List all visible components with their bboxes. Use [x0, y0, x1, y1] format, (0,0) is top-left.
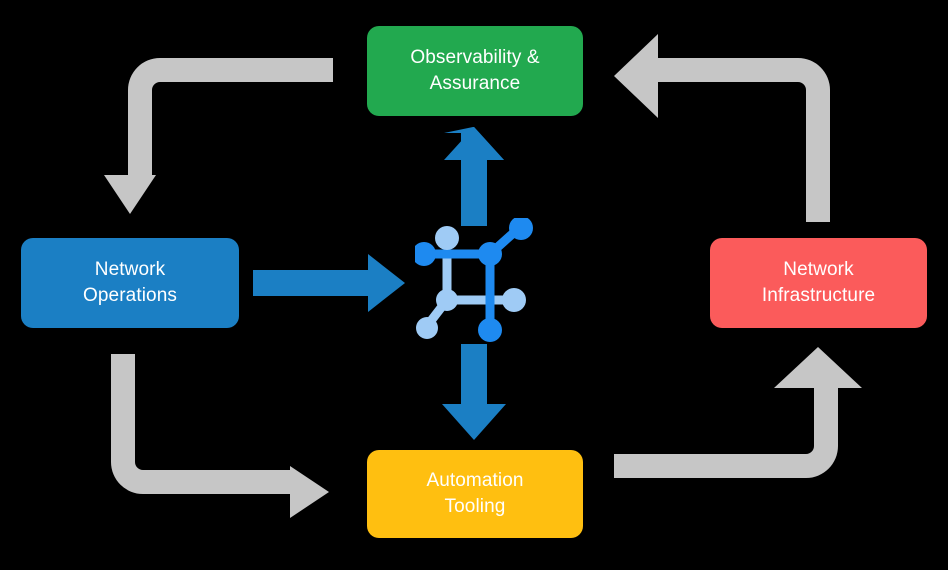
node-label-line2: Operations: [83, 285, 177, 306]
node-label: Network Operations: [83, 257, 177, 308]
node-label: Automation Tooling: [426, 468, 523, 519]
node-label-line2: Infrastructure: [761, 285, 876, 306]
arrow-center-to-observability: [444, 127, 504, 226]
node-label-line2: Assurance: [429, 73, 521, 94]
node-observability-assurance[interactable]: Observability & Assurance: [367, 26, 583, 116]
arrow-center-to-automation: [442, 344, 506, 440]
arrow-operations-to-center: [253, 254, 405, 312]
node-automation-tooling[interactable]: Automation Tooling: [367, 450, 583, 538]
node-label-line1: Automation: [426, 470, 524, 492]
node-label-line1: Network: [94, 259, 166, 281]
node-label-line2: Tooling: [444, 496, 506, 517]
node-label: Observability & Assurance: [410, 45, 539, 96]
arrow-infrastructure-to-observability: [614, 34, 830, 222]
node-label-line1: Network: [783, 259, 854, 281]
node-label-line1: Observability &: [410, 47, 540, 69]
arrow-operations-to-automation: [111, 354, 329, 518]
arrow-automation-to-infrastructure: [614, 347, 862, 478]
arrow-observability-to-operations: [104, 58, 333, 214]
node-network-operations[interactable]: Network Operations: [21, 238, 239, 328]
node-network-infrastructure[interactable]: Network Infrastructure: [710, 238, 927, 328]
network-graph-icon: [415, 218, 533, 342]
node-label: Network Infrastructure: [762, 257, 875, 308]
